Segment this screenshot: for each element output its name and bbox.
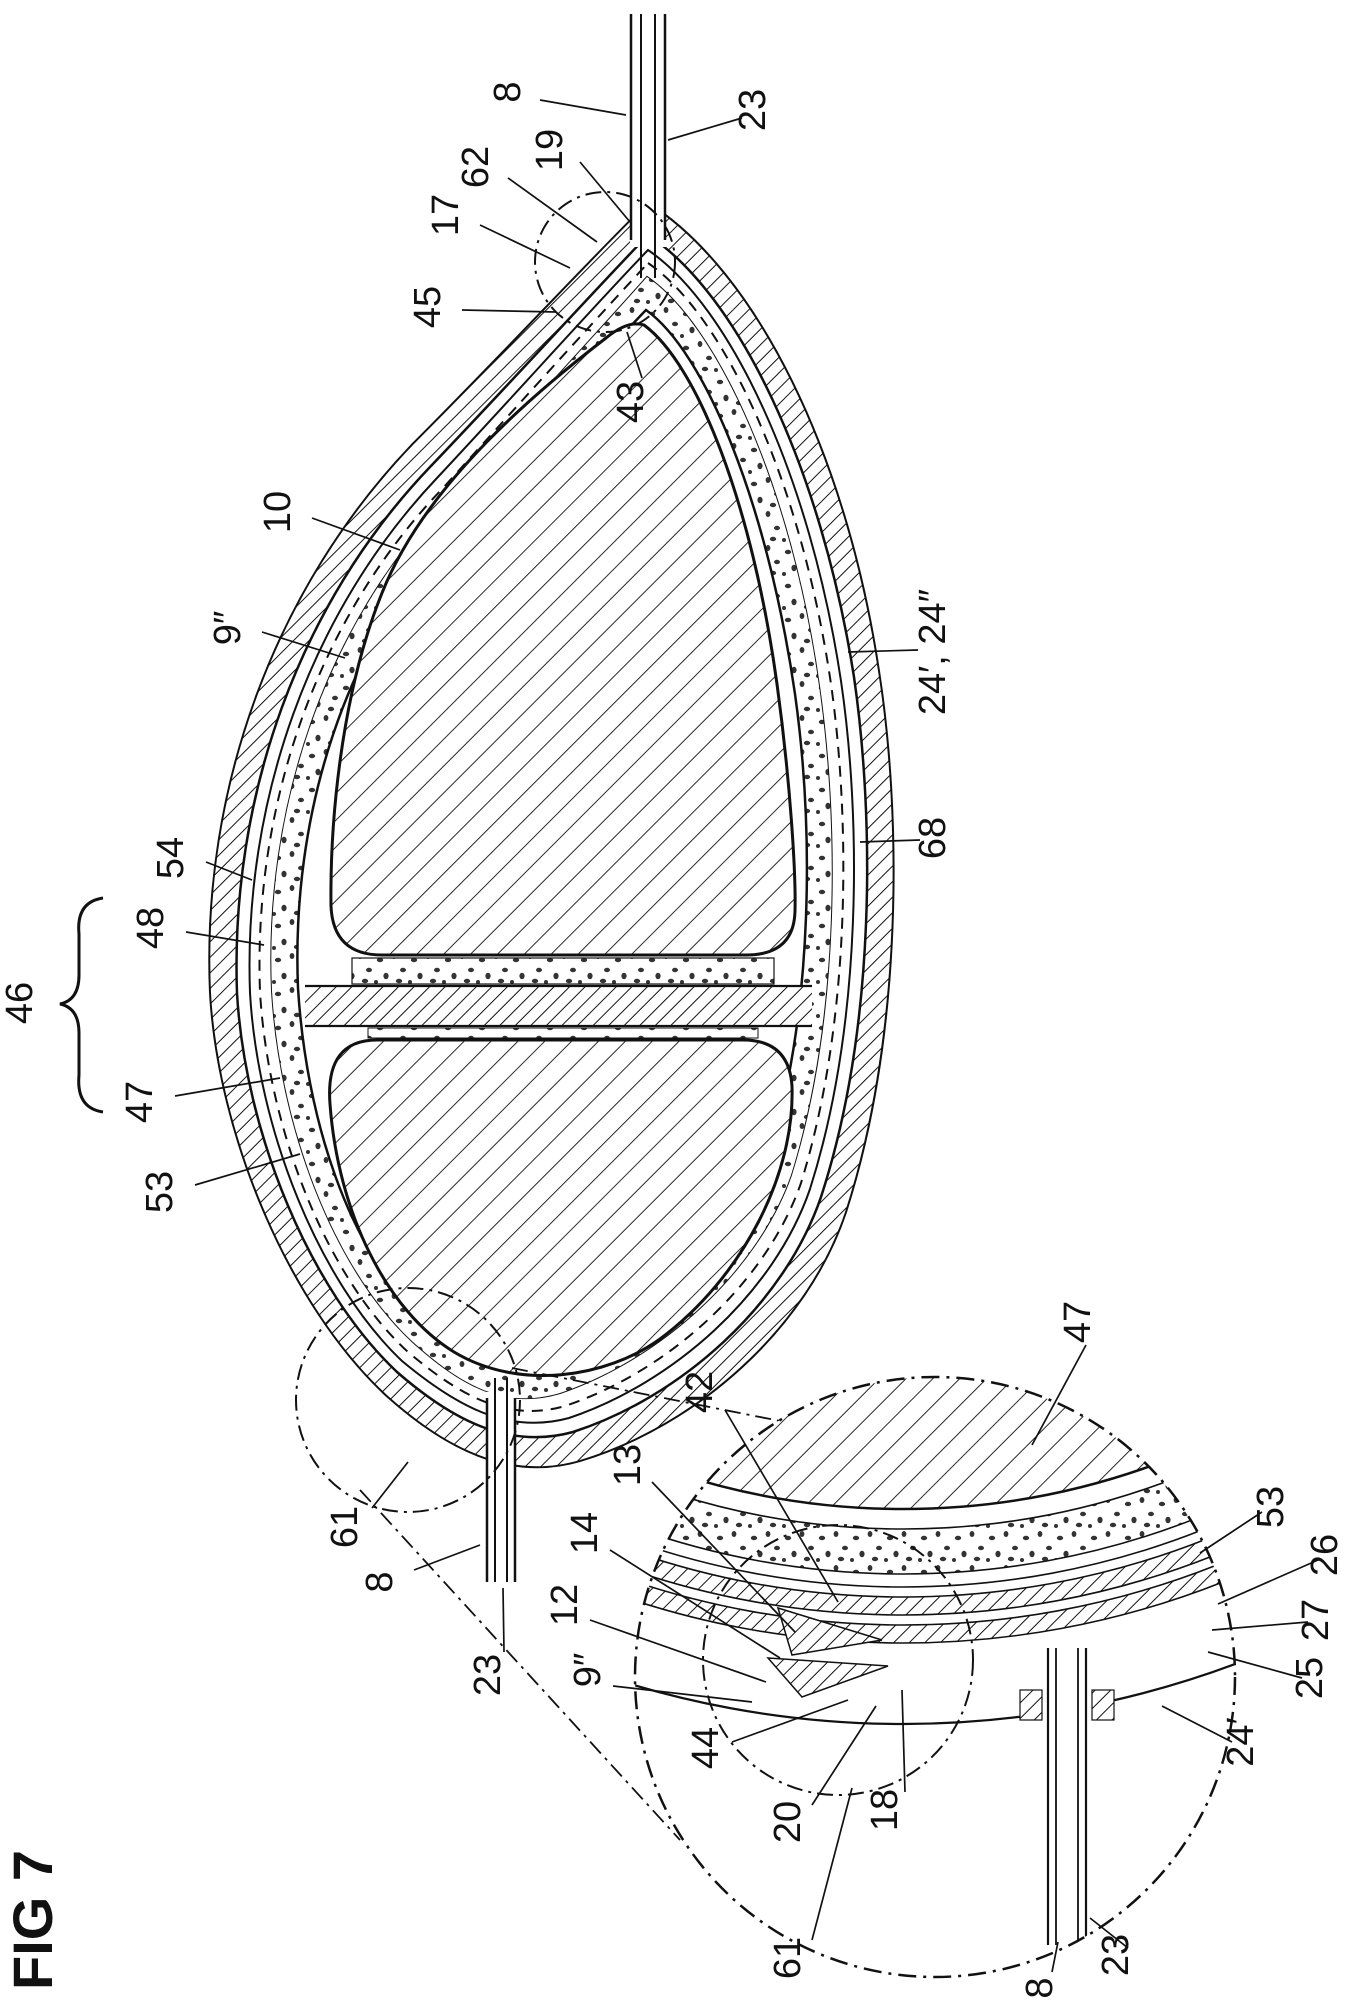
top-pipe [629, 12, 667, 278]
leader-43 [626, 331, 643, 379]
leader-18 [901, 1689, 906, 1793]
ref-label-43: 43 [610, 381, 652, 423]
web-stipple-strip-upper [351, 957, 775, 985]
leader-62 [507, 177, 598, 243]
leader-8-top [539, 99, 627, 116]
leader-48 [185, 931, 265, 946]
ref-label-19: 19 [529, 129, 571, 171]
leader-10 [311, 517, 401, 551]
upper-cavity [329, 322, 797, 957]
brace-46 [59, 896, 104, 1114]
ref-label-17: 17 [425, 194, 467, 236]
leader-25 [1207, 1651, 1303, 1679]
leader-47 [174, 1077, 281, 1097]
ref-label-53-detail: 53 [1250, 1486, 1292, 1528]
ref-label-24-24: 24′, 24″ [912, 589, 954, 715]
ref-label-20: 20 [767, 1801, 809, 1843]
ref-label-8-bottom: 8 [359, 1571, 401, 1592]
ref-label-25: 25 [1289, 1657, 1331, 1699]
ref-label-27: 27 [1295, 1599, 1337, 1641]
ref-label-47-detail: 47 [1057, 1301, 1099, 1343]
layer-line-dashed [258, 261, 845, 1412]
leader-23-top [667, 117, 743, 141]
ref-label-12: 12 [544, 1584, 586, 1626]
web-stipple-strip-lower [367, 1027, 759, 1039]
ref-label-8-top: 8 [487, 81, 529, 102]
ref-label-23-bottom: 23 [467, 1654, 509, 1696]
ref-label-47: 47 [119, 1081, 161, 1123]
tip-detail-circle [534, 191, 676, 333]
root-detail-circle [295, 1287, 521, 1513]
detail-wedge-upper [776, 1606, 883, 1656]
leader-61-main [371, 1461, 409, 1509]
detail-wall-47 [635, 1377, 1235, 1511]
airfoil-cross-section [208, 12, 895, 1584]
leader-26 [1217, 1559, 1319, 1605]
ref-label-45: 45 [407, 286, 449, 328]
leader-54 [205, 861, 253, 881]
ref-label-61-main: 61 [324, 1506, 366, 1548]
detail-boundary-circle [633, 1375, 1237, 1979]
detail-joint-circle [702, 1524, 974, 1796]
leader-27 [1211, 1621, 1309, 1631]
ref-label-8-detail: 8 [1019, 1977, 1061, 1998]
leader-17 [479, 224, 571, 269]
leader-9pp-detail [612, 1685, 753, 1703]
leader-12 [589, 1619, 767, 1683]
ref-label-61-detail: 61 [767, 1937, 809, 1979]
ref-label-53: 53 [139, 1171, 181, 1213]
ref-label-62: 62 [455, 146, 497, 188]
detail-layer-line [635, 1377, 1235, 1588]
leader-24p [1161, 1705, 1233, 1743]
leader-19 [579, 161, 631, 223]
leader-45 [461, 309, 557, 313]
ref-label-42: 42 [679, 1371, 721, 1413]
ref-label-13: 13 [607, 1444, 649, 1486]
reference-labels: 8 23 17 62 19 45 43 10 9″ 24′, 24″ 68 54… [0, 81, 1346, 1998]
leader-8-bottom [413, 1544, 481, 1571]
leader-47-detail [1031, 1344, 1087, 1446]
ref-label-9pp-detail: 9″ [567, 1653, 609, 1688]
ref-label-18: 18 [864, 1789, 906, 1831]
ref-label-23-detail: 23 [1095, 1934, 1137, 1976]
lower-cavity [328, 1038, 794, 1378]
detail-pipe [1019, 1640, 1115, 1952]
leader-68 [859, 839, 921, 843]
outer-hatched-band [210, 204, 893, 1467]
detail-strip-26 [635, 1377, 1235, 1615]
detail-strip-25 [635, 1377, 1235, 1643]
leader-42 [724, 1409, 839, 1603]
detail-wedge-lower [766, 1657, 889, 1698]
leader-14 [609, 1549, 781, 1659]
ref-label-68: 68 [912, 817, 954, 859]
leader-53-detail [1199, 1511, 1263, 1554]
ref-label-46: 46 [0, 982, 41, 1024]
ref-label-44: 44 [685, 1727, 727, 1769]
leader-lines [174, 99, 1319, 1973]
figure-title: FIG 7 [1, 1850, 64, 1990]
leader-23-detail [1089, 1917, 1129, 1949]
ref-label-48: 48 [130, 907, 172, 949]
ref-label-26: 26 [1304, 1534, 1346, 1576]
central-web [305, 984, 812, 1028]
bottom-pipe [485, 1378, 517, 1584]
leader-44 [731, 1699, 849, 1743]
ref-label-24p: 24′ [1220, 1717, 1262, 1766]
leader-53 [194, 1153, 301, 1186]
ref-label-54: 54 [150, 837, 192, 879]
ref-label-10: 10 [257, 491, 299, 533]
leader-61-detail [811, 1787, 853, 1941]
ref-label-9pp: 9″ [207, 611, 249, 646]
leader-13 [651, 1481, 796, 1633]
leader-24-24 [847, 649, 919, 653]
ref-label-23-top: 23 [732, 89, 774, 131]
detail-stipple-53 [635, 1377, 1235, 1574]
leader-23-bottom [502, 1587, 505, 1653]
ref-label-14: 14 [564, 1512, 606, 1554]
leader-9pp [261, 631, 346, 659]
leader-20 [811, 1705, 877, 1806]
leader-8-detail [1051, 1941, 1059, 1973]
